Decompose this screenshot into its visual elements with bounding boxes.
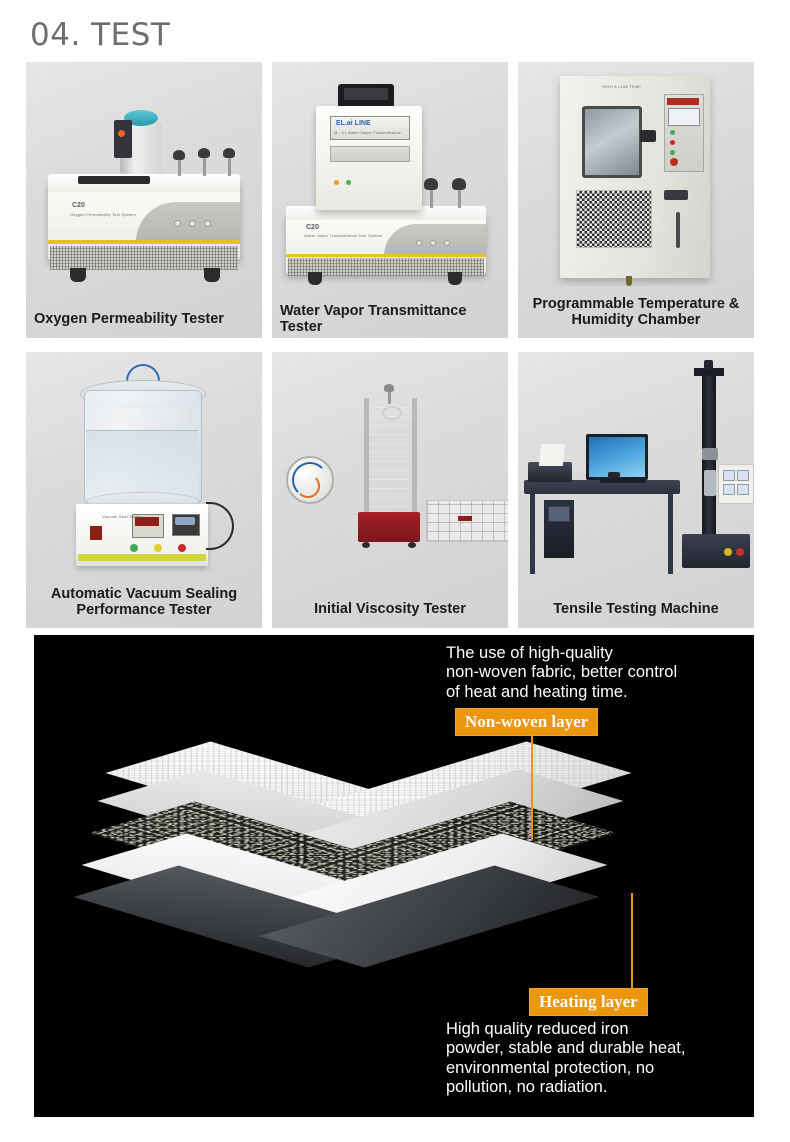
product-card-tensile-testing-machine[interactable]: Tensile Testing Machine	[518, 352, 754, 628]
product-card-oxygen-permeability-tester[interactable]: C20 Oxygen Permeability Test System Oxyg…	[26, 62, 262, 338]
product-card-label: Water Vapor Transmittance Tester	[280, 302, 467, 335]
product-card-label: Automatic Vacuum Sealing Performance Tes…	[50, 585, 238, 618]
automatic-vacuum-sealing-performance-tester-photo: Vacuum Seal Tester	[26, 352, 262, 576]
layer-structure-panel: The use of high-quality non-woven fabric…	[34, 635, 754, 1117]
programmable-temperature-humidity-chamber-photo: HIGH & LOW TEMP	[518, 62, 754, 286]
exploded-layer-structure-diagram	[73, 720, 632, 1050]
layer-dark-base	[73, 844, 600, 1064]
product-card-water-vapor-transmittance-tester[interactable]: C20 Water Vapor Transmittance Test Syste…	[272, 62, 508, 338]
heating-leader-line	[631, 893, 633, 991]
product-card-label: Tensile Testing Machine	[553, 600, 719, 617]
non-woven-layer-badge: Non-woven layer	[455, 708, 599, 736]
water-vapor-transmittance-tester-photo: C20 Water Vapor Transmittance Test Syste…	[272, 62, 508, 300]
product-card-label: Initial Viscosity Tester	[314, 600, 466, 617]
heating-layer-badge: Heating layer	[529, 988, 648, 1016]
product-card-initial-viscosity-tester[interactable]: Initial Viscosity Tester	[272, 352, 508, 628]
heating-description: High quality reduced iron powder, stable…	[446, 1020, 686, 1097]
product-card-label: Programmable Temperature & Humidity Cham…	[532, 295, 740, 328]
product-card-automatic-vacuum-sealing-performance-tester[interactable]: Vacuum Seal Tester Automatic Vacuum Seal…	[26, 352, 262, 628]
oxygen-permeability-tester-photo: C20 Oxygen Permeability Test System	[26, 62, 262, 300]
non-woven-description: The use of high-quality non-woven fabric…	[446, 644, 678, 701]
product-card-programmable-temperature-humidity-chamber[interactable]: HIGH & LOW TEMP Programmable Temperature…	[518, 62, 754, 338]
tensile-testing-machine-photo	[518, 352, 754, 590]
product-card-label: Oxygen Permeability Tester	[34, 310, 224, 327]
non-woven-leader-line	[531, 734, 533, 839]
initial-viscosity-tester-photo	[272, 352, 508, 590]
page-title: 04. TEST	[30, 17, 171, 53]
